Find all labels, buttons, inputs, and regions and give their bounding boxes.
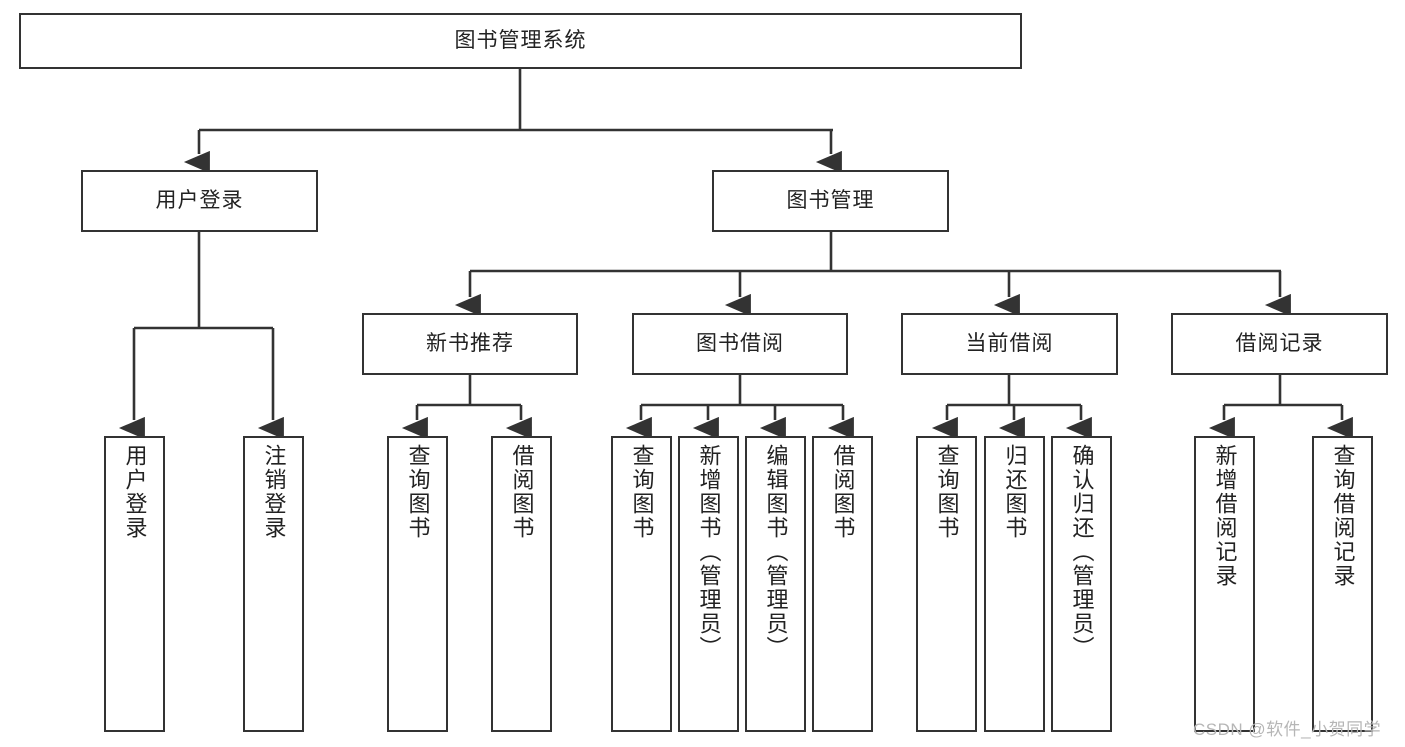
node-book-manage-label: 图书管理 — [786, 188, 875, 212]
node-leaf-query-book-2-label: 查询图书 — [629, 444, 655, 540]
node-leaf-borrow-book-2[interactable]: 借阅图书 — [812, 436, 873, 732]
node-leaf-user-login[interactable]: 用户登录 — [104, 436, 165, 732]
node-leaf-query-book-3-label: 查询图书 — [934, 444, 960, 540]
node-leaf-query-record[interactable]: 查询借阅记录 — [1312, 436, 1373, 732]
node-leaf-return-book-label: 归还图书 — [1002, 444, 1028, 540]
node-leaf-confirm-return[interactable]: 确认归还（管理员） — [1051, 436, 1112, 732]
node-new-book-recommend-label: 新书推荐 — [426, 331, 514, 355]
node-leaf-query-record-label: 查询借阅记录 — [1330, 444, 1356, 588]
node-root[interactable]: 图书管理系统 — [19, 13, 1022, 69]
node-user-login[interactable]: 用户登录 — [81, 170, 318, 232]
node-leaf-add-book-label: 新增图书（管理员） — [696, 444, 722, 660]
watermark: CSDN @软件_小贺同学 — [1193, 720, 1382, 739]
node-leaf-confirm-return-label: 确认归还（管理员） — [1069, 444, 1095, 660]
node-user-login-label: 用户登录 — [155, 188, 244, 212]
node-leaf-query-book-3[interactable]: 查询图书 — [916, 436, 977, 732]
node-leaf-logout-login[interactable]: 注销登录 — [243, 436, 304, 732]
node-leaf-user-login-label: 用户登录 — [122, 444, 148, 540]
node-leaf-borrow-book-2-label: 借阅图书 — [830, 444, 856, 540]
node-leaf-query-book-1[interactable]: 查询图书 — [387, 436, 448, 732]
node-leaf-query-book-1-label: 查询图书 — [405, 444, 431, 540]
node-leaf-edit-book[interactable]: 编辑图书（管理员） — [745, 436, 806, 732]
node-leaf-borrow-book-1-label: 借阅图书 — [509, 444, 535, 540]
node-current-borrow-label: 当前借阅 — [965, 331, 1054, 355]
node-book-borrow-label: 图书借阅 — [696, 331, 784, 355]
node-leaf-logout-login-label: 注销登录 — [261, 444, 287, 540]
node-borrow-record[interactable]: 借阅记录 — [1171, 313, 1388, 375]
node-root-label: 图书管理系统 — [454, 28, 587, 52]
node-book-manage[interactable]: 图书管理 — [712, 170, 949, 232]
node-book-borrow[interactable]: 图书借阅 — [632, 313, 848, 375]
node-leaf-edit-book-label: 编辑图书（管理员） — [763, 444, 789, 660]
node-current-borrow[interactable]: 当前借阅 — [901, 313, 1118, 375]
node-leaf-add-record[interactable]: 新增借阅记录 — [1194, 436, 1255, 732]
node-leaf-add-record-label: 新增借阅记录 — [1212, 444, 1238, 588]
node-leaf-return-book[interactable]: 归还图书 — [984, 436, 1045, 732]
node-borrow-record-label: 借阅记录 — [1235, 331, 1324, 355]
node-leaf-query-book-2[interactable]: 查询图书 — [611, 436, 672, 732]
node-new-book-recommend[interactable]: 新书推荐 — [362, 313, 578, 375]
node-leaf-add-book[interactable]: 新增图书（管理员） — [678, 436, 739, 732]
node-leaf-borrow-book-1[interactable]: 借阅图书 — [491, 436, 552, 732]
